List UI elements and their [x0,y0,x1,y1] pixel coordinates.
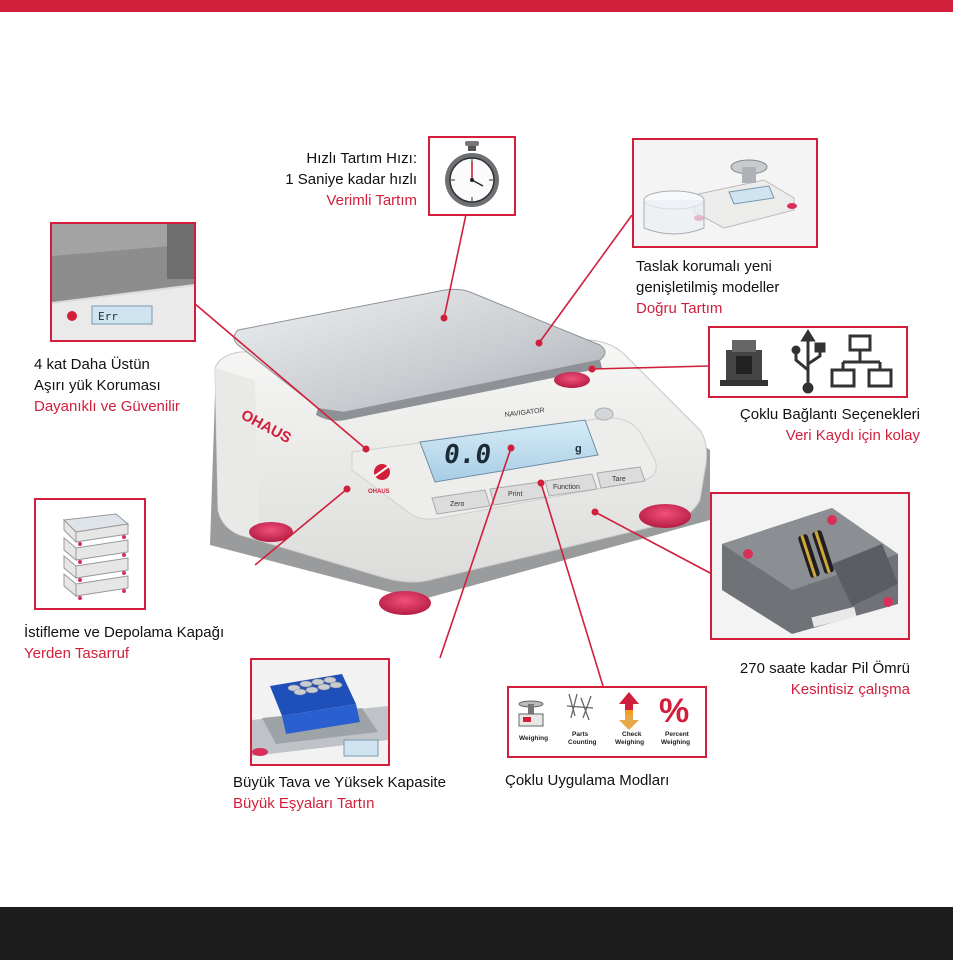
svg-text:Weighing: Weighing [615,739,644,746]
foot-back [554,372,590,388]
svg-text:Weighing: Weighing [661,739,690,746]
capacity-caption: Büyük Tava ve Yüksek Kapasite Büyük Eşya… [233,774,446,812]
model-text: NAVIGATOR [504,407,545,419]
foot-left [249,522,293,542]
modes-box: Weighing Parts Counting Check Weighing %… [507,686,707,758]
svg-text:OHAUS: OHAUS [368,489,390,495]
lcd-display [419,419,599,483]
lcd-unit: g [575,443,582,455]
overload-box: Err [50,222,196,342]
usb-icon [791,329,826,394]
level-indicator [594,407,614,421]
connectivity-caption: Çoklu Bağlantı Seçenekleri Veri Kaydı iç… [739,406,920,444]
foot-front [379,591,431,615]
parts-counting-mode-icon: Parts Counting [566,693,597,746]
weighing-mode-icon: Weighing [518,700,548,742]
foot-right [639,504,691,528]
svg-text:Parts: Parts [572,731,589,738]
ohaus-logo: OHAUS [368,464,390,495]
stacking-caption: İstifleme ve Depolama Kapağı Yerden Tasa… [24,624,225,662]
speed-feature-box [428,136,516,216]
modes-icons: Weighing Parts Counting Check Weighing %… [518,692,690,746]
svg-text:Zero: Zero [450,501,465,508]
speed-caption: Hızlı Tartım Hızı: 1 Saniye kadar hızlı … [285,150,417,209]
rs232-port-icon [720,340,768,386]
stacking-box [34,498,146,610]
percent-weighing-mode-icon: % Percent Weighing [659,692,690,746]
large-pan-image [252,660,388,764]
stacking-image [62,513,130,600]
callout-lines [187,204,713,687]
overload-caption: 4 kat Daha Üstün Aşırı yük Koruması Daya… [34,356,180,415]
svg-text:%: % [659,692,689,730]
svg-text:Percent: Percent [665,731,690,738]
overload-image: Err [52,224,194,340]
key-function[interactable]: Function [544,473,598,497]
svg-text:Check: Check [622,731,642,738]
modes-caption: Çoklu Uygulama Modları [505,772,670,789]
battery-compartment-image [722,508,898,634]
pan-edge [316,360,602,421]
body-side [215,368,260,540]
svg-text:Tare: Tare [612,476,626,483]
top-accent-bar [0,0,953,12]
draft-shield-image [643,159,797,235]
capacity-box [250,658,390,766]
battery-box [710,492,910,640]
ethernet-network-icon [830,334,893,388]
check-weighing-mode-icon: Check Weighing [615,692,644,746]
connectivity-icons [720,329,893,394]
lcd-reading: 0.0 [442,440,493,470]
connectivity-box [708,326,908,398]
svg-text:Print: Print [508,491,522,498]
battery-caption: 270 saate kadar Pil Ömrü Kesintisiz çalı… [739,660,910,698]
scale-illustration: OHAUS 0.0 g NAVIGATOR OHAUS Zero Print F… [187,204,713,687]
svg-text:Weighing: Weighing [519,735,548,742]
key-zero[interactable]: Zero [431,489,491,515]
stopwatch-icon [445,141,499,207]
callout-dots [343,314,599,516]
svg-text:Err: Err [98,310,118,323]
svg-text:Function: Function [553,484,580,491]
draft-caption: Taslak korumalı yeni genişletilmiş model… [636,258,780,317]
svg-text:Counting: Counting [568,739,597,746]
bottom-footer-bar [0,907,953,960]
draft-shield-box [632,138,818,248]
key-tare[interactable]: Tare [596,466,646,489]
